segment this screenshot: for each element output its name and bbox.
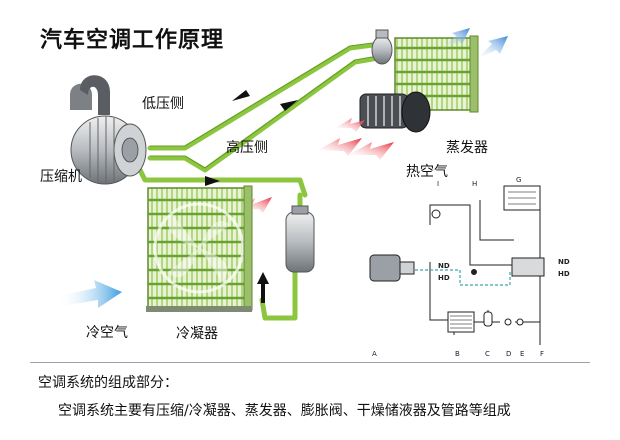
schematic-label-nd-right: ND: [558, 258, 570, 266]
section-divider: [30, 362, 590, 363]
schematic-letter-e: E: [520, 350, 524, 358]
label-hot-air: 热空气: [406, 164, 448, 180]
schematic-letter-f: F: [540, 350, 544, 358]
flow-arrow-low: [232, 90, 250, 101]
schematic-letters: A B C D E F G H I ND HD ND HD: [372, 176, 570, 358]
schematic-condenser: [447, 311, 475, 333]
schematic-letter-i: I: [437, 180, 439, 188]
label-evaporator: 蒸发器: [446, 140, 488, 156]
schematic-letter-a: A: [372, 350, 377, 358]
return-pipe-vertical: [259, 265, 298, 321]
schematic-compressor: [369, 254, 401, 282]
flow-arrow-up-head: [257, 272, 269, 284]
schematic-label-hd-left: HD: [438, 274, 450, 282]
receiver-drier: [285, 205, 315, 273]
schematic-letter-b: B: [455, 350, 460, 358]
composition-heading: 空调系统的组成部分：: [38, 375, 178, 391]
schematic-valve-block: [511, 257, 545, 277]
schematic-letter-d: D: [506, 350, 511, 358]
cold-air-arrow: [58, 280, 122, 308]
cold-outflow-arrows: [440, 28, 508, 60]
ac-system-illustration: A B C D E F G H I ND HD ND HD: [58, 28, 570, 358]
compressor: [70, 75, 147, 185]
label-high-pressure-side: 高压侧: [226, 140, 268, 156]
label-condenser: 冷凝器: [176, 326, 218, 342]
label-compressor: 压缩机: [40, 169, 82, 185]
label-cold-air: 冷空气: [86, 325, 128, 341]
flow-arrow-up-stem: [261, 283, 265, 303]
expansion-valve: [371, 29, 393, 65]
composition-body: 空调系统主要有压缩/冷凝器、蒸发器、膨胀阀、干燥储液器及管路等组成: [58, 403, 511, 419]
condenser-feed-pipe: [137, 167, 308, 198]
schematic-drier: [483, 311, 493, 327]
condenser: [146, 185, 253, 312]
refrigerant-pipes: [137, 41, 383, 321]
schematic-label-nd-left: ND: [438, 262, 450, 270]
schematic-letter-g: G: [516, 176, 521, 184]
schematic-letter-c: C: [485, 350, 490, 358]
blower-fan: [359, 91, 431, 133]
flow-arrow-condenser: [205, 176, 220, 186]
hot-air-arrows: [238, 118, 394, 213]
high-pressure-pipe: [147, 55, 381, 173]
schematic-components: [369, 185, 545, 333]
schematic-label-hd-right: HD: [558, 270, 570, 278]
low-pressure-pipe: [147, 41, 383, 151]
schematic-letter-h: H: [472, 180, 477, 188]
label-low-pressure-side: 低压侧: [142, 96, 184, 112]
flow-arrows: [205, 90, 298, 303]
flow-arrow-high: [280, 100, 298, 111]
page-title: 汽车空调工作原理: [40, 28, 225, 53]
